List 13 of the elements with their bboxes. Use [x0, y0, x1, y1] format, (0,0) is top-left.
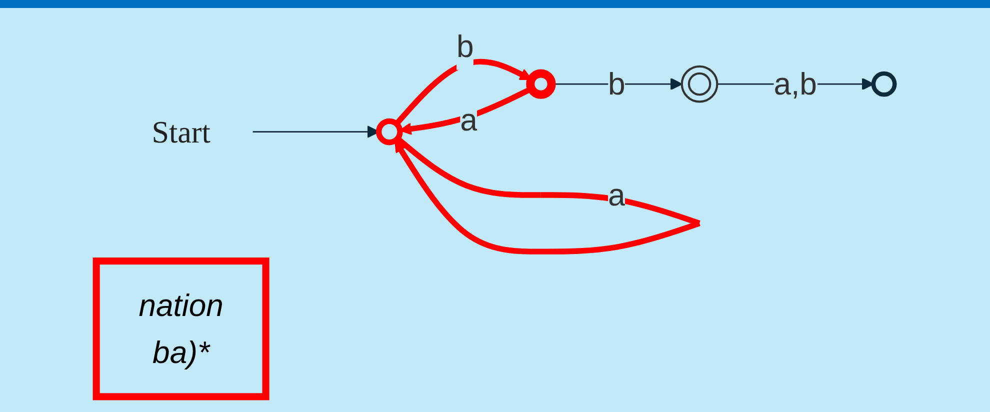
edge-label: b [608, 66, 625, 102]
edge-label: a [608, 177, 625, 213]
node-box: nation ba)* [92, 258, 269, 400]
edge-label: b [456, 28, 474, 64]
node-circle [376, 118, 402, 146]
node-text: Start [151, 114, 210, 150]
edge-label: a [460, 102, 477, 138]
node-doublecircle [680, 65, 718, 103]
arrow [252, 126, 379, 138]
edge-label: a,b [773, 66, 816, 102]
arrow [394, 58, 532, 126]
node-circle [870, 71, 896, 97]
node-circle [526, 69, 556, 99]
